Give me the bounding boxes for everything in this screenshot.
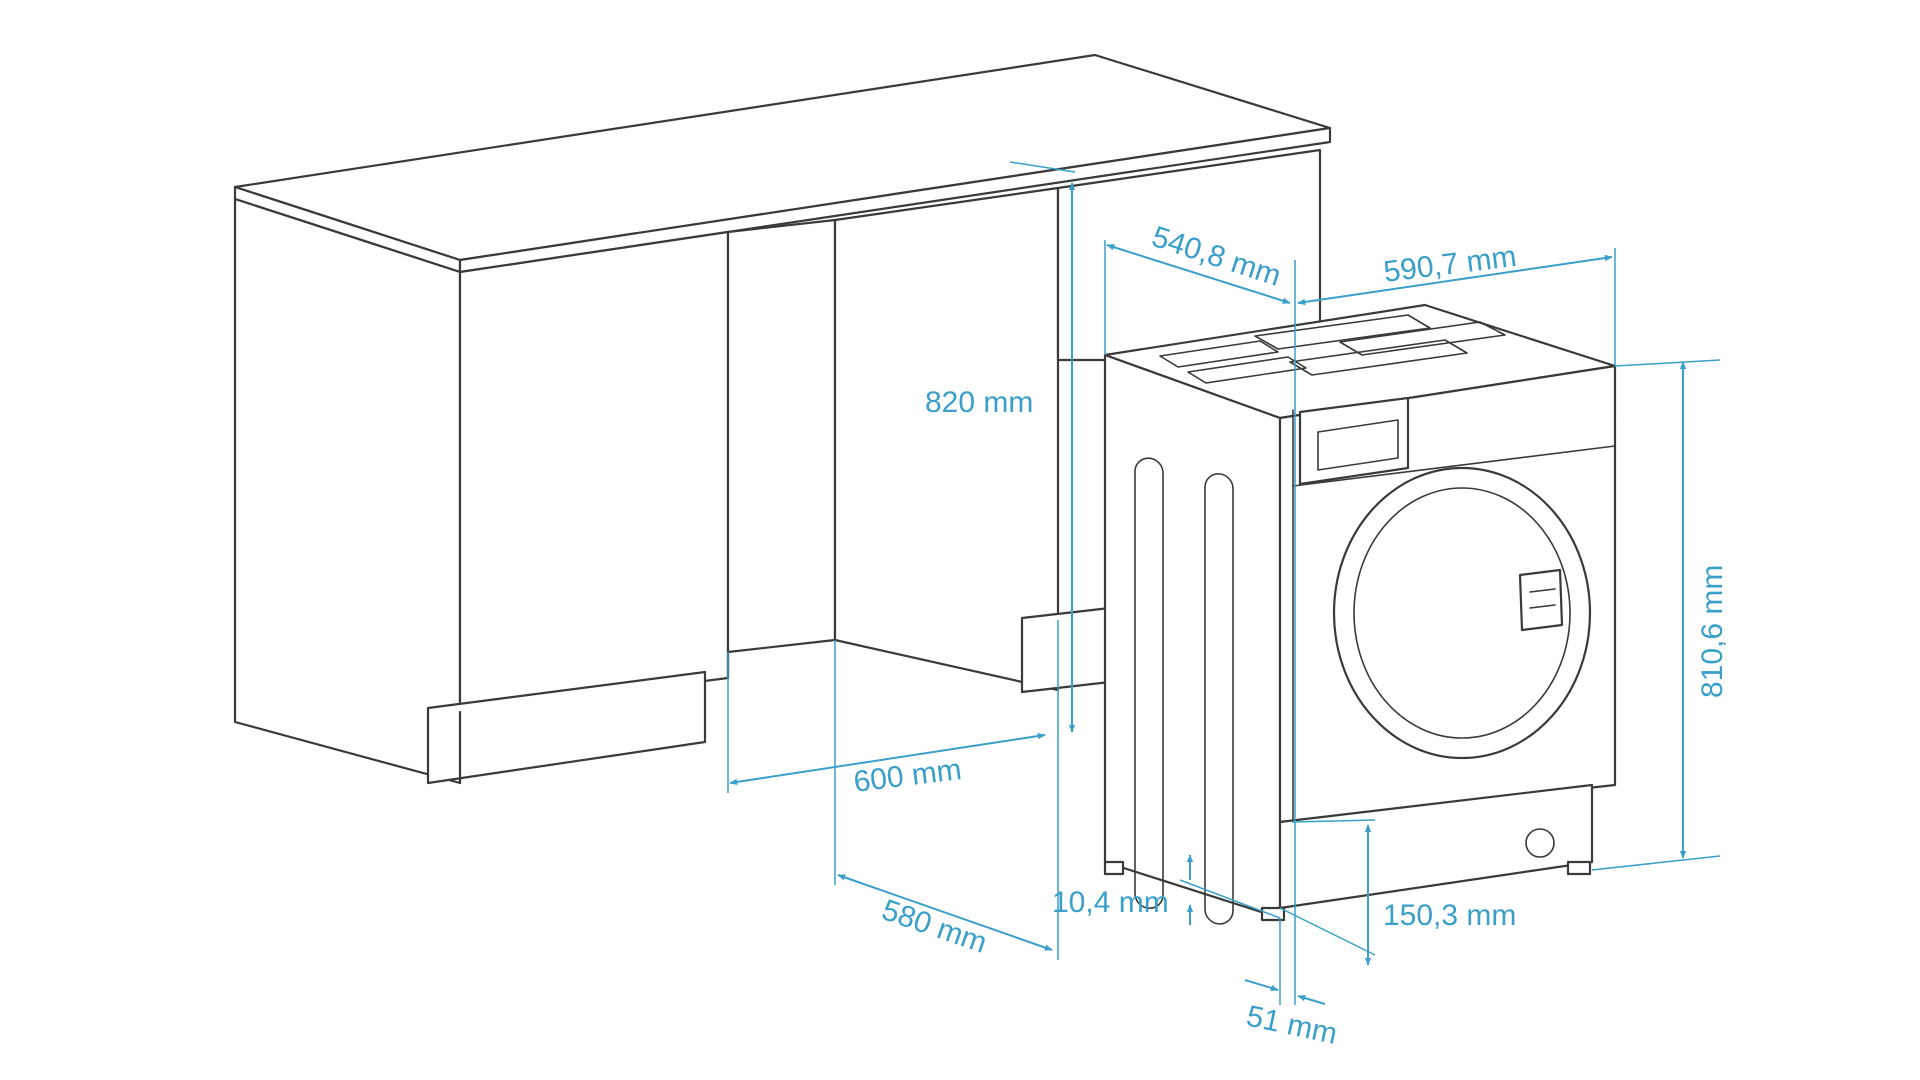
label-kick-height: 150,3 mm — [1383, 899, 1516, 932]
door-handle — [1518, 568, 1564, 632]
label-niche-depth: 580 mm — [878, 893, 991, 959]
machine-door-outer-ring — [1332, 466, 1592, 760]
dim-line-niche-width — [729, 732, 1046, 786]
niche-back-wall — [726, 218, 837, 654]
side-rib — [1134, 457, 1164, 910]
label-cabinet-height: 820 mm — [925, 386, 1033, 419]
niche-right-wall — [833, 186, 1060, 692]
side-rib — [1204, 473, 1234, 925]
left-cabinet-plinth — [426, 670, 707, 785]
label-niche-width: 600 mm — [852, 753, 964, 799]
dim-line-door-offset — [1244, 979, 1279, 991]
left-cabinet-door — [458, 230, 730, 714]
dim-line-niche-depth — [837, 874, 1053, 951]
label-foot-height: 10,4 mm — [1052, 886, 1169, 919]
right-cabinet-plinth — [1020, 606, 1112, 694]
dim-line-machine-width — [1297, 254, 1613, 306]
washing-machine — [1103, 303, 1617, 925]
detergent-drawer — [1298, 396, 1410, 486]
machine-kick-plate — [1278, 783, 1594, 910]
label-machine-height: 810,6 mm — [1696, 565, 1729, 698]
machine-foot — [1103, 860, 1125, 876]
left-cabinet-side — [233, 197, 462, 785]
machine-side-panel — [1103, 353, 1282, 920]
worktop-right-edge — [458, 126, 1332, 274]
dim-line-machine-depth — [1106, 244, 1291, 304]
machine-door-glass — [1353, 487, 1571, 739]
label-door-offset: 51 mm — [1244, 1000, 1341, 1051]
machine-foot — [1566, 860, 1592, 876]
drain-pump-cap — [1525, 828, 1555, 858]
dimension-lines — [727, 161, 1721, 1005]
kitchen-cabinet — [233, 53, 1332, 785]
